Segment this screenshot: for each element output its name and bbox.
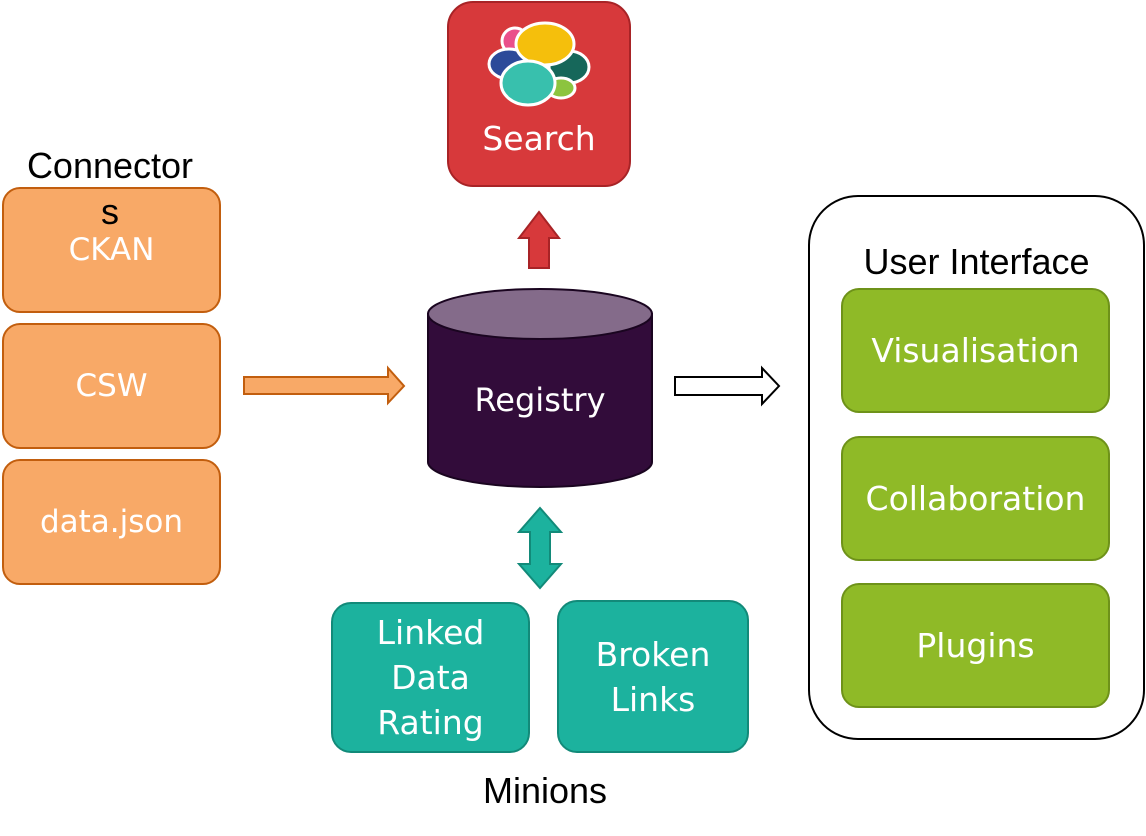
minions-title: Minions bbox=[482, 770, 608, 811]
elastic-logo-icon bbox=[487, 21, 591, 107]
minion-broken-links: Broken Links bbox=[557, 600, 749, 753]
connector-ckan: CKAN bbox=[2, 187, 221, 313]
connector-data-json: data.json bbox=[2, 459, 221, 585]
connectors-title-line1: Connector bbox=[26, 145, 194, 186]
connector-csw: CSW bbox=[2, 323, 221, 449]
search-label: Search bbox=[482, 118, 596, 158]
registry-minions-arrow bbox=[516, 506, 564, 590]
registry-to-ui-arrow bbox=[674, 365, 781, 407]
minion-linked-data-rating: Linked Data Rating bbox=[331, 602, 530, 753]
search-node: Search bbox=[447, 1, 631, 187]
ui-collaboration: Collaboration bbox=[841, 436, 1110, 561]
connectors-title-line2: s bbox=[101, 191, 119, 232]
user-interface-title: User Interface bbox=[863, 241, 1090, 282]
ui-visualisation: Visualisation bbox=[841, 288, 1110, 413]
connectors-to-registry-arrow bbox=[243, 365, 406, 406]
registry-cylinder bbox=[427, 288, 653, 488]
ui-plugins: Plugins bbox=[841, 583, 1110, 708]
registry-to-search-arrow bbox=[516, 210, 562, 269]
registry-label: Registry bbox=[474, 381, 606, 419]
